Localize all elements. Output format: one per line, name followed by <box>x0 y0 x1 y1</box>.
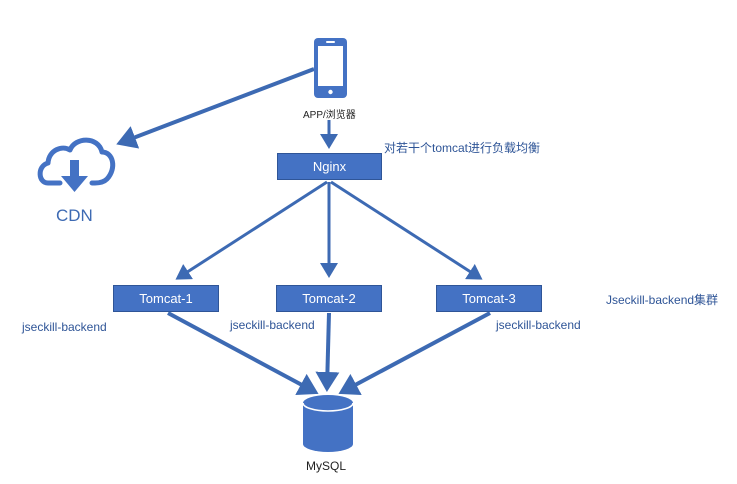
arrow-nginx-to-tomcat-3 <box>330 180 483 280</box>
tomcat-1-node[interactable]: Tomcat-1 <box>113 285 219 312</box>
tomcat-2-label: Tomcat-2 <box>302 291 356 306</box>
tomcat-3-node[interactable]: Tomcat-3 <box>436 285 542 312</box>
cluster-label: Jseckill-backend集群 <box>606 293 719 307</box>
arrow-nginx-to-tomcat-1 <box>175 180 328 280</box>
arrow-tomcat-3-to-mysql <box>338 311 491 396</box>
download-arrow-icon <box>61 160 88 192</box>
database-icon <box>302 395 354 452</box>
smartphone-icon <box>314 38 347 98</box>
tomcat-3-app-label: jseckill-backend <box>496 318 581 332</box>
tomcat-3-label: Tomcat-3 <box>462 291 516 306</box>
arrow-tomcat-2-to-mysql <box>315 312 340 392</box>
nginx-label: Nginx <box>312 159 347 174</box>
nginx-node[interactable]: Nginx <box>277 153 382 180</box>
cdn-label: CDN <box>56 206 93 225</box>
cloud-download-icon <box>37 137 116 186</box>
arrow-tomcat-1-to-mysql <box>167 311 319 395</box>
tomcat-2-app-label: jseckill-backend <box>230 318 315 332</box>
tomcat-1-app-label: jseckill-backend <box>22 320 107 334</box>
client-label: APP/浏览器 <box>303 110 356 121</box>
tomcat-2-node[interactable]: Tomcat-2 <box>276 285 382 312</box>
arrow-client-to-cdn <box>116 67 315 149</box>
database-label: MySQL <box>306 459 347 473</box>
nginx-annotation: 对若干个tomcat进行负载均衡 <box>383 141 540 155</box>
tomcat-1-label: Tomcat-1 <box>139 291 193 306</box>
